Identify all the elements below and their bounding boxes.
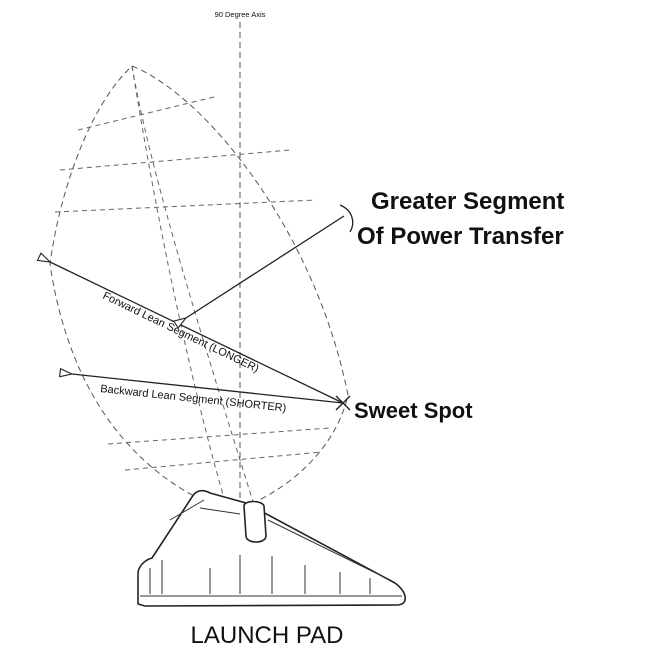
- greater-segment-line2: Of Power Transfer: [357, 223, 564, 250]
- lace-line: [124, 451, 323, 471]
- launch-pad-post: [243, 500, 267, 543]
- forward-lean-label: Forward Lean Segment (LONGER): [101, 290, 261, 375]
- lace-line: [54, 199, 317, 213]
- sweet-spot-label: Sweet Spot: [354, 398, 473, 423]
- power-transfer-tick: [339, 204, 354, 233]
- football-outline: [49, 65, 349, 513]
- sweet-spot-mark: [335, 395, 351, 411]
- axis-label: 90 Degree Axis: [215, 10, 266, 19]
- greater-segment-line1: Greater Segment: [371, 188, 564, 215]
- backward-lean-arrow: [72, 374, 344, 404]
- lace-line: [59, 149, 291, 171]
- forward-lean-arrow: [50, 262, 344, 404]
- lace-line: [77, 95, 219, 131]
- power-transfer-arrow: [186, 215, 345, 318]
- launch-pad-surface: [169, 499, 391, 581]
- lace-line: [107, 427, 331, 445]
- launch-pad-label: LAUNCH PAD: [191, 622, 344, 649]
- seam-line: [131, 65, 229, 513]
- backward-lean-label: Backward Lean Segment (SHORTER): [100, 383, 287, 414]
- launch-pad-body: [137, 489, 406, 607]
- seam-line: [131, 65, 256, 509]
